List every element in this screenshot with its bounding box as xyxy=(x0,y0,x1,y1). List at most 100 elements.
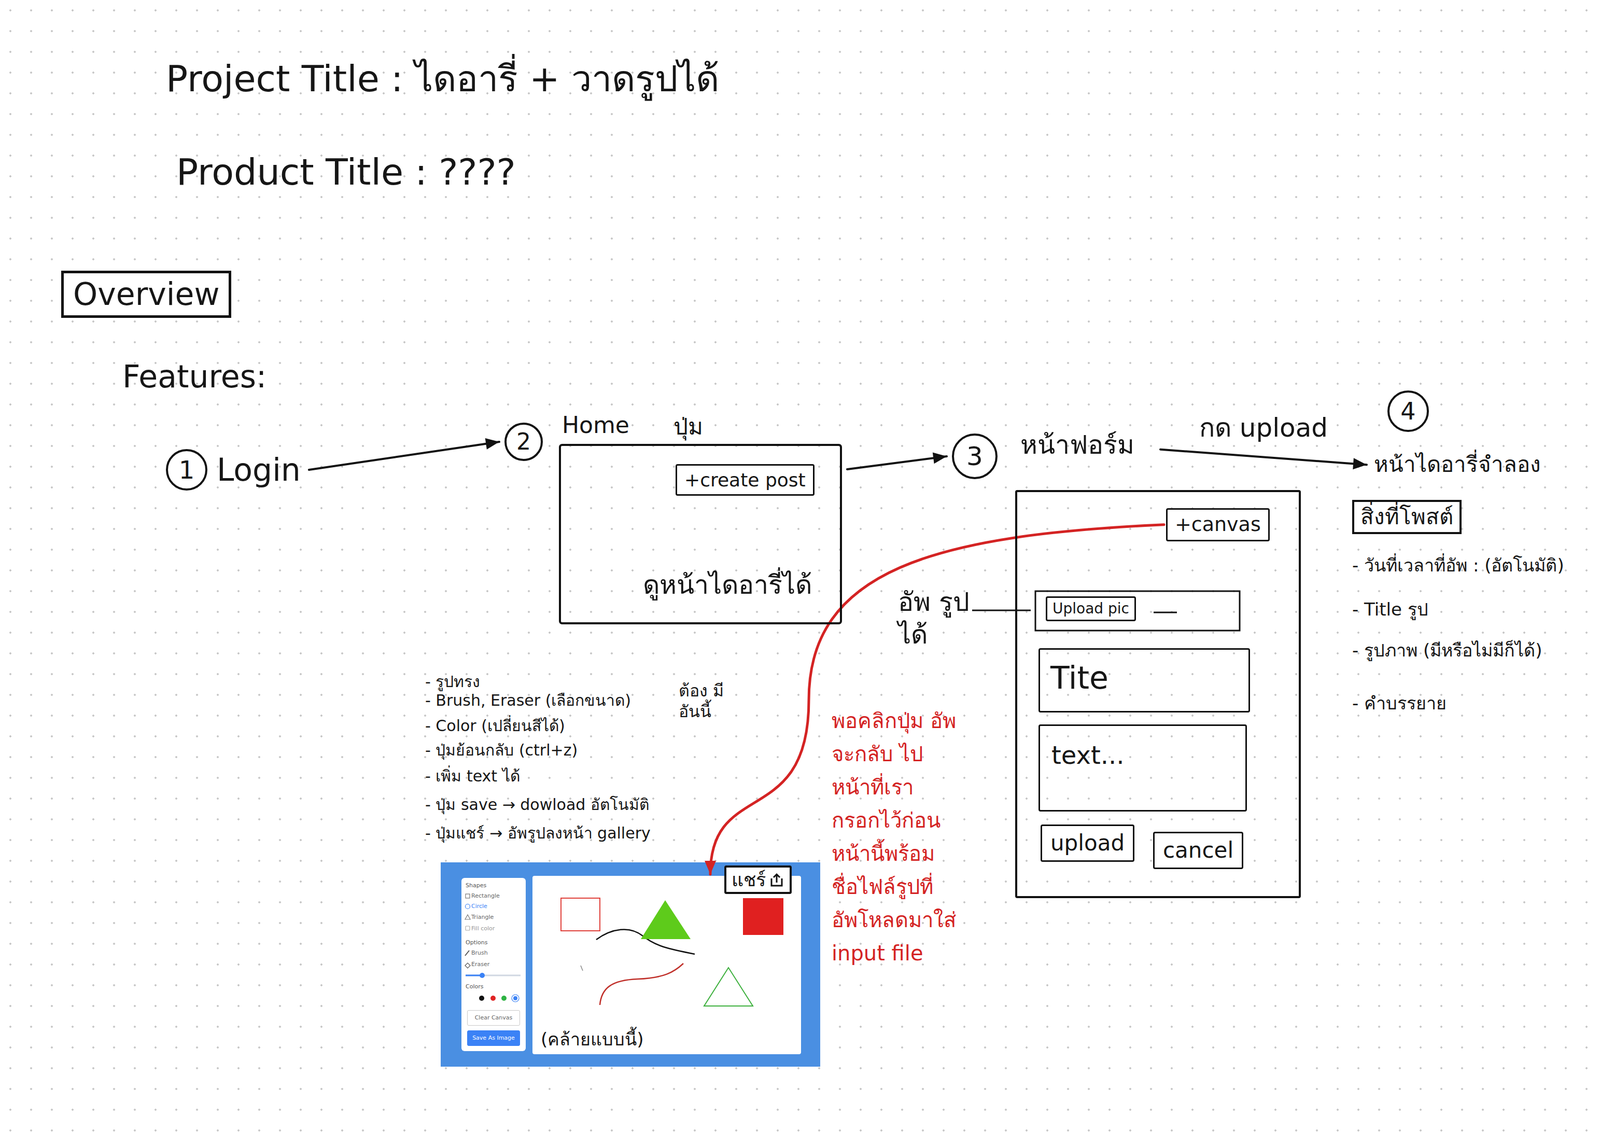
annotation-label: - คำบรรยาย xyxy=(1352,692,1447,714)
node-text: Shapes xyxy=(465,881,487,890)
node-text: Tite xyxy=(1050,658,1239,697)
annotation-label: - รูปทรง xyxy=(425,672,481,692)
node-subtext: Brush xyxy=(471,949,488,957)
icon-circle xyxy=(465,904,471,909)
number-circle: 1 xyxy=(165,448,208,491)
section-box: Overview xyxy=(61,270,232,318)
annotation-label: ต้อง มี อันนี้ xyxy=(678,680,728,722)
upload-row-field xyxy=(1035,591,1240,631)
annotation-label: อัพ รูปได้ xyxy=(897,585,976,651)
icon-eraser xyxy=(465,962,471,968)
input-field: text... xyxy=(1038,724,1247,812)
node-text: หน้าฟอร์ม xyxy=(1020,430,1135,461)
node-subtext: Triangle xyxy=(471,913,494,921)
node-text: 2 xyxy=(516,430,531,454)
connector-arrow xyxy=(847,456,947,470)
title-text: Project Title : ไดอารี่ + วาดรูปได้ xyxy=(165,57,720,101)
node-text: Upload pic xyxy=(1052,599,1130,618)
screenshot-frame xyxy=(440,862,821,1067)
button-box: +canvas xyxy=(1166,508,1270,542)
color-dot xyxy=(513,995,518,1001)
annotation-label: - รูปภาพ (มีหรือไม่มีก็ได้) xyxy=(1352,639,1542,662)
node-subtext: ดูหน้าไดอารี่ได้ xyxy=(642,570,812,601)
icon-triangle xyxy=(465,914,471,920)
cursor-mark xyxy=(580,965,583,971)
share-icon-graphic xyxy=(768,872,785,888)
button-box: Clear Canvas xyxy=(467,1009,521,1026)
node-subtext: Eraser xyxy=(471,960,490,968)
node-subtext: Fill color xyxy=(471,924,495,933)
sidebar-panel xyxy=(461,877,526,1051)
color-dot xyxy=(501,995,507,1001)
form-box: หน้าฟอร์ม +canvasUpload picTite text... upl… xyxy=(1015,430,1301,898)
node-text: text... xyxy=(1051,740,1234,771)
annotation-label: - ปุ่ม save → dowload อัตโนมัติ xyxy=(425,795,650,814)
step-circle: 4 หน้าไดอารี่จำลอง xyxy=(1373,390,1541,478)
number-circle: 4 xyxy=(1387,390,1429,432)
node-text: สิ่งที่โพสต์ xyxy=(1360,503,1454,530)
arrow-head xyxy=(485,438,500,450)
connector-arrow xyxy=(309,441,500,470)
arrow-head xyxy=(1352,457,1367,470)
step-circle: 2 xyxy=(504,422,543,461)
node-text: Home xyxy=(562,412,630,439)
drawn-triangle-outline xyxy=(704,967,753,1006)
canvas-box: (คล้ายแบบนี้)แชร์ xyxy=(532,875,802,1055)
annotation-label: - ปุ่มย้อนกลับ (ctrl+z) xyxy=(425,741,578,760)
size-slider-track xyxy=(465,974,521,977)
input-field: Tite xyxy=(1038,648,1251,713)
icon-checkbox xyxy=(465,925,470,931)
step-circle: 1 Login xyxy=(165,448,301,491)
connector-arrow xyxy=(1160,449,1367,465)
node-subtext: หน้าไดอารี่จำลอง xyxy=(1373,451,1541,478)
icon-rectangle xyxy=(465,893,470,898)
annotation-label: - ปุ่มแชร์ → อัพรูปลงหน้า gallery xyxy=(425,824,651,843)
tool-panel: ShapesRectangleCircleTriangleFill colorO… xyxy=(461,877,526,1051)
annotation-label: - เพิ่ม text ได้ xyxy=(425,767,521,786)
drawn-triangle xyxy=(640,900,691,939)
node-text: +create post xyxy=(684,468,806,491)
canvas-area xyxy=(532,875,802,1055)
file-name-dash xyxy=(1153,611,1177,614)
drawn-rectangle xyxy=(560,897,600,931)
share-icon xyxy=(768,872,785,888)
node-text: 4 xyxy=(1400,399,1416,424)
annotation-label: - Brush, Eraser (เลือกขนาด) xyxy=(425,691,631,710)
annotation-label: - Color (เปลี่ยนสีได้) xyxy=(425,717,566,736)
node-text: upload xyxy=(1050,830,1125,856)
button-box: Upload pic xyxy=(1045,596,1136,622)
node-text: แชร์ xyxy=(731,868,766,891)
button-box: cancel xyxy=(1153,831,1244,869)
node-text: 1 xyxy=(178,457,195,483)
node-text: (คล้ายแบบนี้) xyxy=(540,1029,644,1050)
brush-stroke-red xyxy=(599,963,684,1005)
annotation-label: - วันที่เวลาที่อัพ : (อัตโนมัติ) xyxy=(1352,554,1565,577)
button-box: +create post xyxy=(675,464,815,496)
leader-line xyxy=(972,609,1031,612)
section-box: สิ่งที่โพสต์ xyxy=(1352,499,1462,535)
color-dot xyxy=(490,995,496,1001)
note-text: พอคลิกปุ่ม อัพจะกลับ ไปหน้าที่เรา กรอกไว… xyxy=(831,704,962,970)
node-subtext: Colors xyxy=(465,983,484,991)
node-text: cancel xyxy=(1162,837,1234,864)
node-subtext: Options xyxy=(465,938,488,947)
arrow-head xyxy=(704,860,717,875)
button-box: แชร์ xyxy=(724,865,792,894)
node-subtext: Circle xyxy=(471,902,488,910)
node-text: +canvas xyxy=(1174,512,1261,537)
color-dot xyxy=(479,995,485,1001)
annotation-label: - Title รูป xyxy=(1352,598,1429,621)
node-subtext: Login xyxy=(216,452,301,488)
share-icon-arrow xyxy=(773,874,780,883)
node-subtext: Rectangle xyxy=(471,892,500,900)
connector-label: กด upload xyxy=(1197,413,1330,444)
annotation-label: Product Title : ???? xyxy=(176,150,516,194)
node-text: 3 xyxy=(966,443,984,470)
page-box: Home ดูหน้าไดอารี่ได้ +create post xyxy=(558,412,842,625)
node-text: Overview xyxy=(73,276,220,313)
arrow-head xyxy=(932,452,947,464)
button-box: upload xyxy=(1040,824,1135,862)
icon-brush xyxy=(465,950,470,956)
size-slider-knob xyxy=(479,972,485,978)
